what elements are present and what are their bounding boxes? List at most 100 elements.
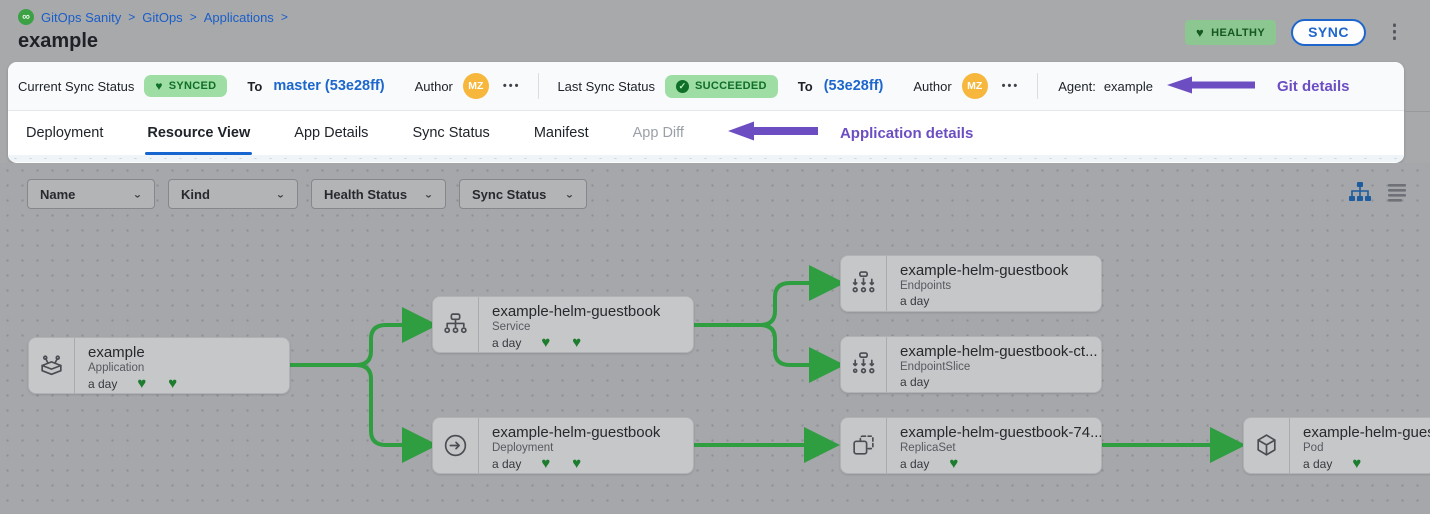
deployment-icon [433,418,479,473]
node-health-hearts: ♥♥ [541,335,581,350]
resource-node-replicaset[interactable]: example-helm-guestbook-74... ReplicaSet … [840,417,1102,474]
breadcrumb-separator: > [281,10,288,24]
resource-node-endpoints[interactable]: example-helm-guestbook Endpoints a day [840,255,1102,312]
node-kind: Application [88,362,177,374]
more-options-icon[interactable]: ••• [503,80,521,92]
node-age: a day [900,375,929,389]
node-title: example-helm-guestbook-ct... [900,343,1098,360]
heart-icon: ♥ [137,376,146,391]
list-view-toggle-icon[interactable] [1386,182,1408,202]
filter-label: Name [40,187,75,202]
sync-button[interactable]: SYNC [1291,19,1366,46]
replicaset-icon [841,418,887,473]
tab-manifest[interactable]: Manifest [532,111,591,155]
chevron-down-icon: ⌄ [276,189,285,199]
synced-badge: ♥ SYNCED [144,75,227,97]
sync-status-bar: Current Sync Status ♥ SYNCED To master (… [8,62,1404,111]
app-details-panel: Current Sync Status ♥ SYNCED To master (… [8,62,1404,163]
tab-sync-status[interactable]: Sync Status [410,111,491,155]
node-kind: Deployment [492,442,660,454]
node-age: a day [900,457,929,471]
filter-bar: Name ⌄ Kind ⌄ Health Status ⌄ Sync Statu… [27,179,587,209]
breadcrumb-separator: > [128,10,135,24]
current-sync-commit-link[interactable]: master (53e28ff) [273,78,384,94]
resource-graph-canvas: Name ⌄ Kind ⌄ Health Status ⌄ Sync Statu… [0,163,1430,514]
resource-node-deployment[interactable]: example-helm-guestbook Deployment a day … [432,417,694,474]
heart-icon: ♥ [541,456,550,471]
node-age: a day [1303,457,1332,471]
page-title: example [18,30,98,53]
endpoints-icon [841,256,887,311]
health-status-badge: ♥ HEALTHY [1185,20,1276,45]
panel-bottom-strip [8,155,1404,162]
tab-app-details[interactable]: App Details [292,111,370,155]
resource-node-application[interactable]: example Application a day ♥ ♥ [28,337,290,394]
succeeded-badge: ✓ SUCCEEDED [665,75,778,98]
heart-icon: ♥ [168,376,177,391]
filter-label: Health Status [324,187,407,202]
node-kind: Service [492,321,660,333]
chevron-down-icon: ⌄ [565,189,574,199]
author-avatar[interactable]: MZ [463,73,489,99]
filter-label: Kind [181,187,210,202]
node-kind: EndpointSlice [900,361,1098,373]
kebab-menu-icon[interactable]: ⋮ [1381,21,1408,44]
last-sync-status-label: Last Sync Status [557,79,655,94]
more-options-icon[interactable]: ••• [1002,80,1020,92]
tab-resource-view[interactable]: Resource View [145,111,252,155]
heart-icon: ♥ [155,80,162,92]
node-health-hearts: ♥♥ [541,456,581,471]
service-icon [433,297,479,352]
heart-icon: ♥ [572,335,581,350]
node-health-hearts: ♥ [1352,456,1361,471]
node-kind: ReplicaSet [900,442,1101,454]
breadcrumb: ∞ GitOps Sanity > GitOps > Applications … [18,9,288,25]
node-age: a day [492,336,521,350]
view-toggles [1348,181,1408,203]
node-age: a day [492,457,521,471]
sync-status-filter-dropdown[interactable]: Sync Status ⌄ [459,179,587,209]
chevron-down-icon: ⌄ [424,189,433,199]
tabs-annotation: Application details [726,111,973,155]
heart-icon: ♥ [1352,456,1361,471]
health-badge-label: HEALTHY [1211,27,1265,39]
last-sync-commit-link[interactable]: (53e28ff) [824,78,884,94]
breadcrumb-link-gitops[interactable]: GitOps [142,10,182,25]
resource-node-pod[interactable]: example-helm-guest Pod a day ♥ [1243,417,1430,474]
application-icon [29,338,75,393]
resource-node-endpointslice[interactable]: example-helm-guestbook-ct... EndpointSli… [840,336,1102,393]
pod-icon [1244,418,1290,473]
author-avatar[interactable]: MZ [962,73,988,99]
check-circle-icon: ✓ [676,80,689,93]
chevron-down-icon: ⌄ [133,189,142,199]
tab-deployment[interactable]: Deployment [24,111,105,155]
health-status-filter-dropdown[interactable]: Health Status ⌄ [311,179,446,209]
breadcrumb-link-account[interactable]: GitOps Sanity [41,10,121,25]
node-age: a day [900,294,929,308]
top-header: ∞ GitOps Sanity > GitOps > Applications … [0,0,1430,62]
application-details-annotation: Application details [840,125,973,142]
filter-label: Sync Status [472,187,546,202]
divider [538,73,539,99]
node-title: example-helm-guest [1303,424,1430,441]
resource-node-service[interactable]: example-helm-guestbook Service a day ♥♥ [432,296,694,353]
kind-filter-dropdown[interactable]: Kind ⌄ [168,179,298,209]
gitops-logo-icon: ∞ [18,9,34,25]
node-title: example-helm-guestbook-74... [900,424,1101,441]
header-actions: ♥ HEALTHY SYNC ⋮ [1185,19,1408,46]
node-age: a day [88,377,117,391]
succeeded-badge-label: SUCCEEDED [695,80,767,92]
heart-icon: ♥ [572,456,581,471]
tab-app-diff[interactable]: App Diff [631,111,686,155]
node-title: example-helm-guestbook [492,303,660,320]
node-kind: Endpoints [900,280,1068,292]
tabs-bar: Deployment Resource View App Details Syn… [8,111,1404,155]
agent-value: example [1104,79,1153,94]
tree-view-toggle-icon[interactable] [1348,181,1372,203]
name-filter-dropdown[interactable]: Name ⌄ [27,179,155,209]
node-title: example [88,344,177,361]
to-label: To [798,79,813,94]
git-details-annotation: Git details [1277,78,1350,95]
breadcrumb-link-applications[interactable]: Applications [204,10,274,25]
heart-icon: ♥ [541,335,550,350]
